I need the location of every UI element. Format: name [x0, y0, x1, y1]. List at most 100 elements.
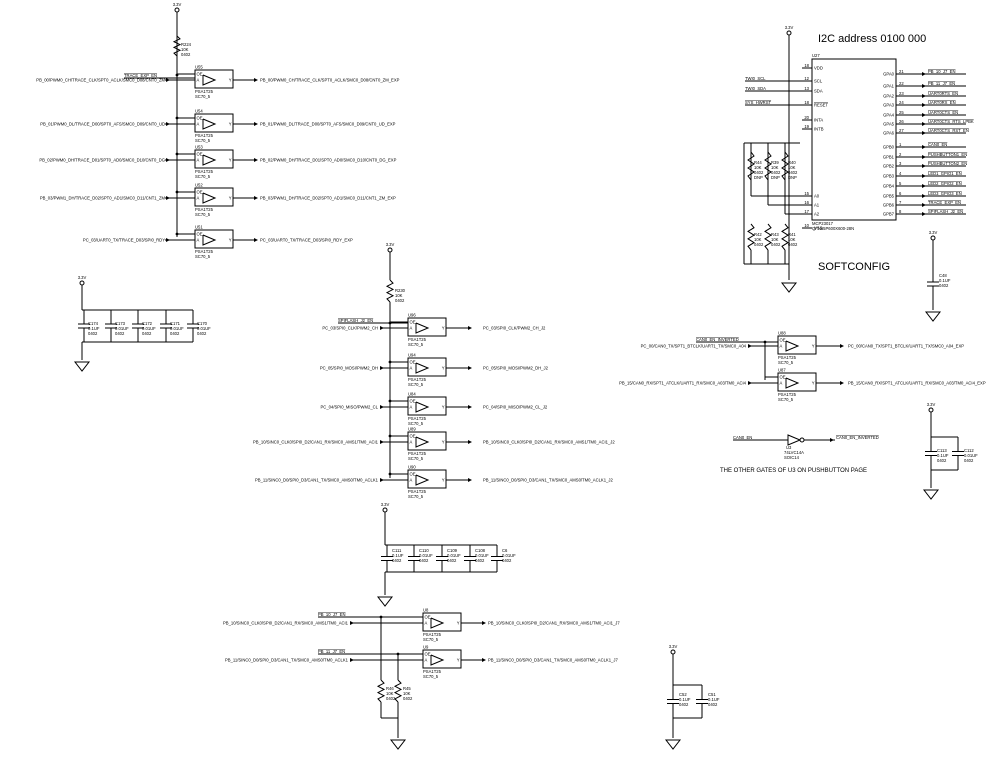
net-arrow — [922, 72, 926, 76]
net-label: UART0RX_EN — [928, 100, 956, 105]
pin-name: GPB4 — [883, 184, 895, 189]
net-arrow — [922, 184, 926, 188]
io-expander-chip — [811, 58, 897, 221]
junction-dot — [388, 360, 392, 364]
input-net-label: PB_11/SINC0_D0/SPI0_D3/CAN1_TX/SMC0_AMS0… — [255, 478, 379, 483]
pin-number: 8 — [899, 209, 902, 214]
cap-value: 0.1UF — [392, 553, 404, 558]
resistor-ref: R42 — [754, 232, 762, 237]
buffer-gate — [407, 317, 447, 337]
resistor-ref: R39 — [771, 160, 779, 165]
net-arrow — [922, 103, 926, 107]
cap-pkg: 0402 — [197, 331, 207, 336]
gate-pkg: SC70_5 — [408, 494, 424, 499]
cap-pkg: 0402 — [115, 331, 125, 336]
gate-pkg: SC70_5 — [423, 637, 439, 642]
resistor-value: 10K — [788, 237, 796, 242]
output-net-label: PB_15/CAN0_RX/SPT1_ATCLK/UART1_RX/SMC0_A… — [848, 381, 986, 386]
oe-net-label: TRACE_EXP_EN — [124, 73, 157, 78]
gate-part: PSA1T25 — [423, 632, 442, 637]
resistor-icon — [172, 35, 182, 57]
cap-value: 0.1UF — [708, 697, 720, 702]
gate-part: PSA1T25 — [423, 669, 442, 674]
ground-icon — [780, 282, 798, 293]
cap-ref: C174 — [88, 321, 99, 326]
gate-ref: U9 — [423, 645, 429, 650]
gate-pkg: SC70_5 — [778, 360, 794, 365]
gate-pkg: SC70_5 — [195, 254, 211, 259]
gate-part: PSA1T25 — [408, 416, 427, 421]
pin-name: INTA — [814, 118, 823, 123]
net-arrow — [748, 381, 752, 385]
gate-pkg: SC70_5 — [408, 456, 424, 461]
net-arrow — [380, 440, 384, 444]
net-arrow — [166, 78, 170, 82]
gate-part: PSA1T25 — [195, 169, 214, 174]
pin-number: 19 — [804, 124, 809, 129]
gate-pkg: SC70_5 — [778, 397, 794, 402]
pin-oe-label: OE — [410, 399, 416, 404]
resistor-pkg: 0402 — [181, 52, 191, 57]
output-net-label: PC_05/SPI0_MOSI/PWM2_DH_J2 — [483, 366, 549, 371]
cap-ref: C51 — [708, 692, 716, 697]
pin-number: 21 — [899, 69, 904, 74]
gate-pkg: SC70_5 — [195, 212, 211, 217]
net-arrow — [350, 621, 354, 625]
net-arrow — [482, 621, 486, 625]
resistor-pkg: 0402 — [788, 170, 798, 175]
net-arrow — [922, 203, 926, 207]
gate-part: PSA1T25 — [408, 377, 427, 382]
power-rail-label: 3.3V — [386, 242, 395, 247]
pin-number: 1 — [899, 142, 902, 147]
pin-name: INTB — [814, 127, 824, 132]
pin-number: 26 — [899, 119, 904, 124]
buffer-triangle-icon — [202, 234, 217, 246]
resistor-value: 10K — [788, 165, 796, 170]
pin-y-label: Y — [229, 238, 232, 243]
cap-ref: C171 — [170, 321, 181, 326]
net-label: PB_10_J7_EN — [928, 69, 955, 74]
junction-dot — [175, 116, 179, 120]
resistor-value: 10K — [395, 293, 403, 298]
pin-a-label: A — [410, 366, 413, 371]
pin-name: GPA6 — [883, 131, 895, 136]
resistor-dnp: DNP — [771, 175, 780, 180]
pin-name: A0 — [814, 194, 820, 199]
pin-a-label: A — [197, 158, 200, 163]
ground-icon — [922, 489, 940, 500]
net-arrow — [468, 478, 472, 482]
pin-oe-label: OE — [197, 190, 203, 195]
pin-name: GPA4 — [883, 113, 895, 118]
pin-name: A1 — [814, 203, 820, 208]
pin-number: 25 — [899, 110, 904, 115]
resistor-value: 10K — [771, 165, 779, 170]
chip-part: MCP23017 — [812, 221, 834, 226]
buffer-gate — [407, 357, 447, 377]
buffer-triangle-icon — [202, 74, 217, 86]
junction-dot — [175, 190, 179, 194]
resistor-value: 10K — [754, 165, 762, 170]
cap-ref: C173 — [115, 321, 126, 326]
gate-ref: U90 — [408, 465, 416, 470]
inverter-pkg: SOIC14 — [784, 455, 800, 460]
input-net-label: PC_00/CAN0_TX/SPT1_BTCLK/UART1_TX/SMC0_A… — [641, 344, 747, 349]
buffer-gate — [407, 396, 447, 416]
resistor-ref: R43 — [771, 232, 779, 237]
net-arrow — [922, 174, 926, 178]
net-label: TWI0_SDA — [745, 86, 766, 91]
pin-number: 3 — [899, 161, 902, 166]
i2c-address-title: I2C address 0100 000 — [818, 33, 926, 45]
inverter-part: 74LVC14A — [784, 450, 804, 455]
cap-pkg: 0402 — [392, 558, 402, 563]
gate-ref: U54 — [195, 109, 203, 114]
pin-number: 18 — [804, 100, 809, 105]
resistor-ref: R224 — [181, 42, 192, 47]
cap-ref: C170 — [197, 321, 208, 326]
resistor-icon — [781, 151, 789, 181]
resistor-value: 10K — [403, 691, 411, 696]
cap-pkg: 0402 — [964, 458, 974, 463]
cap-ref: C52 — [679, 692, 687, 697]
cap-pkg: 0402 — [88, 331, 98, 336]
